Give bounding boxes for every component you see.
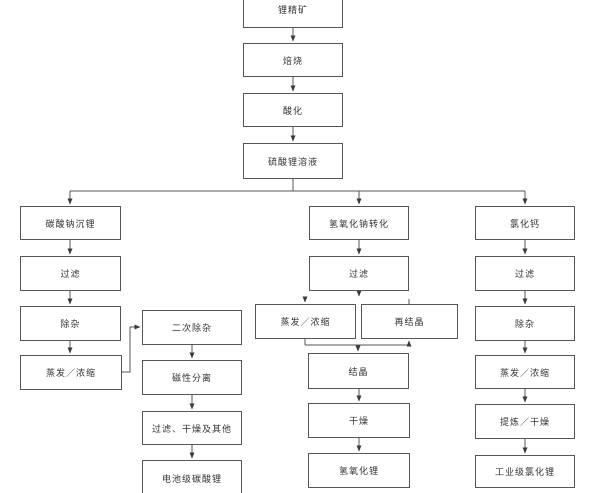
- node-refining-drying: 提炼／干燥: [475, 404, 575, 439]
- node-impurity-removal-1: 除杂: [20, 306, 121, 341]
- node-filtration-1: 过滤: [20, 256, 121, 291]
- node-magnetic-separation: 磁性分离: [142, 360, 242, 395]
- node-secondary-impurity-removal: 二次除杂: [142, 310, 242, 345]
- node-cacl2: 氯化钙: [475, 206, 575, 240]
- node-li-concentrate: 锂精矿: [243, 0, 343, 28]
- node-li2so4-solution: 硫酸锂溶液: [243, 143, 343, 179]
- node-evaporation-2: 蒸发／浓缩: [255, 304, 356, 339]
- node-na2co3-precipitation: 碳酸钠沉锂: [20, 206, 121, 240]
- node-naoh-conversion: 氢氧化钠转化: [309, 206, 409, 240]
- node-crystallization: 结晶: [308, 353, 409, 389]
- node-impurity-removal-2: 除杂: [475, 306, 575, 341]
- node-industrial-grade-licl: 工业级氯化锂: [475, 455, 575, 488]
- node-filtration-3: 过滤: [475, 256, 575, 291]
- node-lioh: 氢氧化锂: [308, 453, 410, 488]
- node-filtration-2: 过滤: [309, 256, 409, 291]
- node-recrystallization: 再结晶: [361, 304, 458, 339]
- node-evaporation-3: 蒸发／浓缩: [475, 355, 575, 389]
- node-roasting: 焙烧: [243, 43, 343, 77]
- node-acidification: 酸化: [243, 93, 343, 127]
- node-evaporation-1: 蒸发／浓缩: [20, 355, 122, 390]
- node-filtration-drying-other: 过滤、干燥及其他: [142, 411, 242, 445]
- node-drying: 干燥: [308, 403, 410, 438]
- node-battery-grade-li2co3: 电池级碳酸锂: [142, 460, 242, 493]
